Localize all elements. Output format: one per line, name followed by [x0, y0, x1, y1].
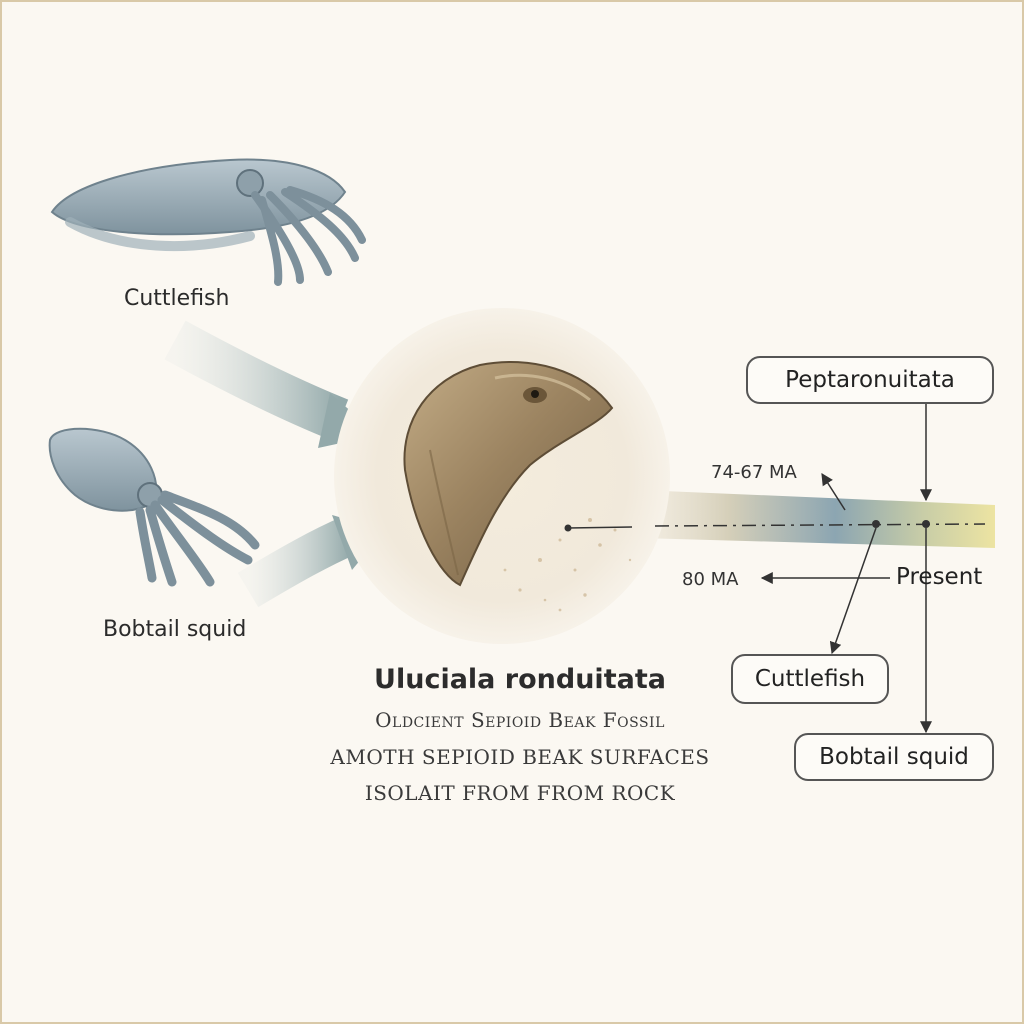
- timeline-top-box: Peptaronuitata: [746, 356, 994, 404]
- bobtail-squid-label: Bobtail squid: [103, 617, 247, 642]
- beak-fossil-illustration: [403, 361, 614, 587]
- fossil-title: Uluciala ronduitata: [374, 664, 666, 695]
- present-label: Present: [896, 564, 983, 590]
- timeline-connectors: [760, 404, 932, 734]
- fossil-description-line-2: Amoth Sepioid Beak surfaces: [330, 745, 710, 769]
- timeline-band: [640, 490, 995, 548]
- fossil-description-line-3: Isolait from From Rock: [364, 781, 676, 805]
- ma-upper-label: 74-67 MA: [711, 462, 797, 483]
- cuttlefish-illustration: [50, 158, 366, 286]
- ma-lower-label: 80 MA: [682, 569, 739, 590]
- cuttlefish-label: Cuttlefish: [124, 286, 230, 311]
- bobtail-squid-illustration: [48, 427, 260, 587]
- timeline-bobtail-box: Bobtail squid: [794, 733, 994, 781]
- timeline-axis: [564, 520, 986, 532]
- timeline-node-right: [922, 520, 930, 528]
- timeline-node-left: [872, 520, 880, 528]
- sediment-speckles: [503, 518, 632, 612]
- fossil-description-line-1: Oldcient Sepioid Beak Fossil: [375, 708, 665, 732]
- timeline-cuttlefish-box: Cuttlefish: [731, 654, 889, 704]
